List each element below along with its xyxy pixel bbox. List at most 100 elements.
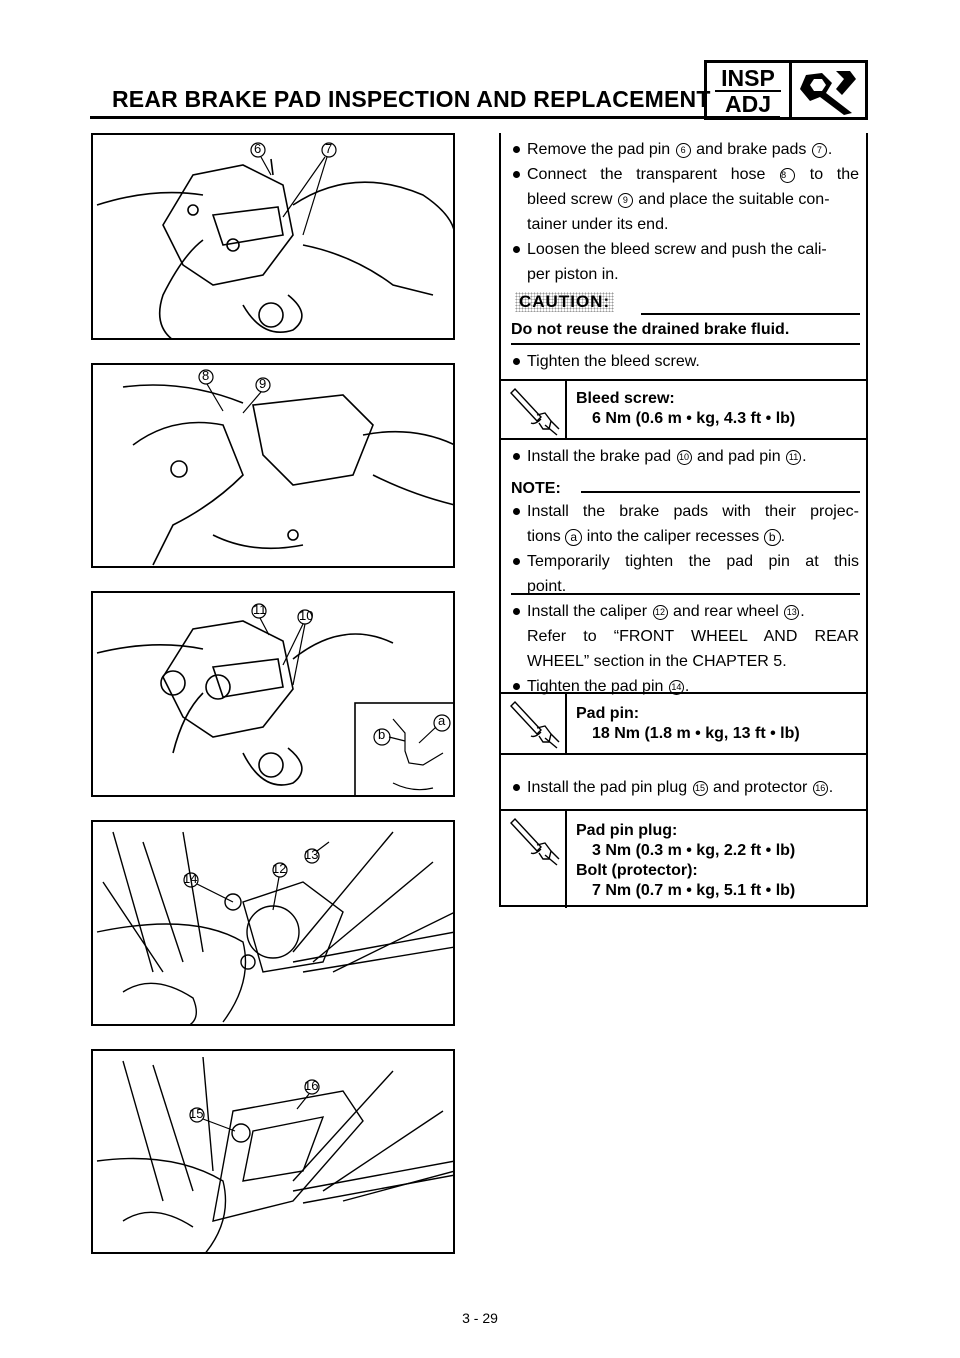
callout-7: 7 <box>325 141 333 156</box>
step-text: . <box>684 678 690 695</box>
ref-7: 7 <box>811 143 827 158</box>
figure-install-protector: 15 16 <box>91 1049 455 1254</box>
note-item: Install the brake pads with their projec… <box>511 499 859 524</box>
callout-15: 15 <box>189 1106 204 1121</box>
step-tighten-bleed: Tighten the bleed screw. <box>511 349 859 374</box>
ref-14: 14 <box>668 680 684 695</box>
badge-text-box: INSP ADJ <box>707 63 792 117</box>
step-text: . <box>827 141 833 158</box>
step-install-pads: Install the brake pad 10 and pad pin 11. <box>511 444 859 469</box>
note-content: Install the brake pads with their projec… <box>511 499 859 599</box>
wrench-tool-icon <box>792 65 864 117</box>
torque-spec: Pad pin plug: 3 Nm (0.3 m • kg, 2.2 ft •… <box>576 821 795 901</box>
torque-spec: Bleed screw: 6 Nm (0.6 m • kg, 4.3 ft • … <box>576 389 795 429</box>
page-title: REAR BRAKE PAD INSPECTION AND REPLACEMEN… <box>112 86 711 112</box>
torque-name: Bleed screw: <box>576 390 675 407</box>
torque-name: Bolt (protector): <box>576 862 698 879</box>
ref-a: a <box>565 529 583 546</box>
step-text: Install the pad pin plug <box>527 779 692 796</box>
step-text: per piston in. <box>527 266 619 283</box>
note-text: into the caliper recesses <box>582 528 764 545</box>
torque-name: Pad pin: <box>576 705 640 722</box>
step-remove-pads: Remove the pad pin 6 and brake pads 7. <box>511 137 859 162</box>
step-text: to the <box>796 166 859 183</box>
callout-9: 9 <box>259 376 267 391</box>
note-rule-top <box>581 491 860 493</box>
callout-10: 10 <box>299 608 314 623</box>
badge-divider <box>715 90 781 92</box>
caution-rule-top <box>641 313 860 315</box>
figure-bleed-hose: 8 9 <box>91 363 455 568</box>
torque-value: 3 Nm (0.3 m • kg, 2.2 ft • lb) <box>592 842 796 859</box>
step-text: and rear wheel <box>668 603 784 620</box>
step-text: Install the caliper <box>527 603 652 620</box>
note-rule-bottom <box>511 593 860 595</box>
ref-12: 12 <box>652 605 668 620</box>
step-loosen-bleed: Loosen the bleed screw and push the cali… <box>511 237 859 287</box>
caution-text: Do not reuse the drained brake fluid. <box>511 321 790 338</box>
ref-b: b <box>763 529 781 546</box>
step-connect-hose: Connect the transparent hose 8 to the <box>511 162 859 187</box>
note-item: Temporarily tighten the pad pin at this <box>511 549 859 574</box>
ref-9: 9 <box>617 193 633 208</box>
step-text: Loosen the bleed screw and push the cali… <box>527 241 827 258</box>
section-badge: INSP ADJ <box>704 60 868 120</box>
step-connect-hose-cont: bleed screw 9 and place the suitable con… <box>511 187 859 237</box>
caution-rule-bottom <box>511 343 860 345</box>
callout-12: 12 <box>272 861 287 876</box>
callout-b: b <box>378 727 386 742</box>
step-text: and pad pin <box>692 448 786 465</box>
note-text: tions <box>527 528 566 545</box>
step-text: Install the brake pad <box>527 448 676 465</box>
callout-6: 6 <box>254 141 262 156</box>
step-text: and brake pads <box>691 141 811 158</box>
torque-wrench-icon <box>501 381 567 438</box>
torque-value: 6 Nm (0.6 m • kg, 4.3 ft • lb) <box>592 410 796 427</box>
instruction-column: Remove the pad pin 6 and brake pads 7. C… <box>499 133 868 908</box>
caution-label: CAUTION: <box>515 292 615 312</box>
page-number: 3 - 29 <box>462 1310 498 1326</box>
steps-removal: Remove the pad pin 6 and brake pads 7. C… <box>511 137 859 287</box>
step-text: Tighten the pad pin <box>527 678 668 695</box>
step-reference: Refer to “FRONT WHEEL AND REAR <box>527 628 859 645</box>
torque-box-plug-protector: Pad pin plug: 3 Nm (0.3 m • kg, 2.2 ft •… <box>501 809 866 908</box>
torque-spec: Pad pin: 18 Nm (1.8 m • kg, 13 ft • lb) <box>576 704 800 744</box>
step-tighten-pad-pin: Tighten the pad pin 14. <box>511 674 859 699</box>
figure-install-caliper: 14 12 13 <box>91 820 455 1026</box>
torque-value: 7 Nm (0.7 m • kg, 5.1 ft • lb) <box>592 882 796 899</box>
step-text: and protector <box>708 779 812 796</box>
callout-11: 11 <box>253 602 267 617</box>
ref-10: 10 <box>676 450 692 465</box>
callout-a: a <box>438 713 446 728</box>
note-item-cont: point. <box>527 578 567 595</box>
figure-remove-pads: 6 7 <box>91 133 455 340</box>
torque-wrench-icon <box>501 811 567 873</box>
step-text: Tighten the bleed screw. <box>511 349 859 374</box>
callout-8: 8 <box>202 368 210 383</box>
step-text: Connect the transparent hose <box>527 166 780 183</box>
ref-11: 11 <box>786 450 802 465</box>
torque-wrench-icon <box>501 694 567 753</box>
torque-box-bleed-screw: Bleed screw: 6 Nm (0.6 m • kg, 4.3 ft • … <box>501 379 866 440</box>
ref-13: 13 <box>784 605 800 620</box>
note-label: NOTE: <box>511 480 561 497</box>
header-rule <box>90 116 780 119</box>
step-install-caliper: Install the caliper 12 and rear wheel 13… <box>511 599 859 624</box>
note-item-cont: tions a into the caliper recesses b. <box>511 524 859 549</box>
torque-name: Pad pin plug: <box>576 822 678 839</box>
steps-install-caliper: Install the caliper 12 and rear wheel 13… <box>511 599 859 699</box>
torque-box-pad-pin: Pad pin: 18 Nm (1.8 m • kg, 13 ft • lb) <box>501 692 866 755</box>
step-text: . <box>800 603 805 620</box>
ref-8: 8 <box>780 168 796 183</box>
callout-16: 16 <box>304 1078 319 1093</box>
callout-14: 14 <box>183 871 198 886</box>
badge-top-text: INSP <box>721 65 775 91</box>
note-text: . <box>780 528 786 545</box>
torque-icon-cell-lower <box>501 873 567 908</box>
step-install-pad-line: Install the brake pad 10 and pad pin 11. <box>511 444 859 469</box>
ref-15: 15 <box>692 781 708 796</box>
step-install-plug-line: Install the pad pin plug 15 and protecto… <box>511 775 859 800</box>
ref-16: 16 <box>812 781 828 796</box>
torque-value: 18 Nm (1.8 m • kg, 13 ft • lb) <box>592 725 800 742</box>
step-text: and place the suitable con- <box>633 191 830 208</box>
